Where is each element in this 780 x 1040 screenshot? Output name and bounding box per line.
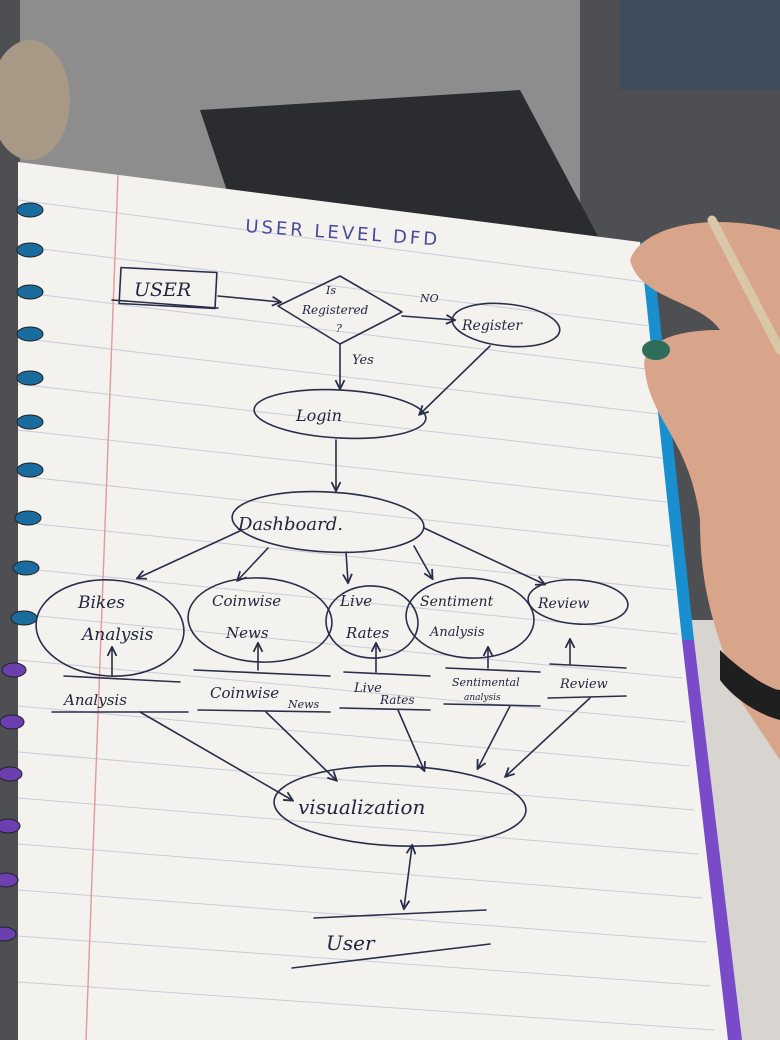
- live-label: Live: [339, 592, 372, 610]
- shoe: [0, 40, 70, 160]
- sentiment-analysis-process: Sentiment Analysis: [405, 577, 535, 659]
- dashboard-process: Dashboard.: [231, 490, 425, 554]
- store-coinwise-news: News: [287, 698, 320, 711]
- edge-user-to-decision: [217, 295, 280, 302]
- visualization-label: visualization: [298, 795, 425, 819]
- user-bottom-label: User: [326, 931, 376, 955]
- store-live-rates: Rates: [379, 693, 415, 707]
- bikes-analysis-process: Bikes Analysis: [35, 579, 185, 677]
- fingernail: [642, 340, 670, 360]
- blue-object: [620, 0, 780, 90]
- hand: [630, 215, 780, 760]
- data-stores: Analysis Coinwise News Live Rates Sentim…: [51, 663, 627, 713]
- edge-dashboard-to-review: [423, 527, 544, 584]
- store-sentimental-analysis: analysis: [464, 693, 501, 703]
- coinwise-news-label: News: [225, 624, 269, 642]
- edge-decision-to-register: [401, 316, 454, 320]
- paper-sheet: [18, 162, 738, 1040]
- review-process: Review: [527, 578, 629, 626]
- flow-edges: [112, 295, 591, 908]
- edge-live-to-visualization: [397, 709, 424, 770]
- store-coinwise: Coinwise: [210, 684, 279, 702]
- edge-dashboard-to-bikes: [138, 529, 243, 578]
- store-review: Review: [559, 677, 608, 692]
- sentiment-label: Sentiment: [420, 594, 494, 610]
- edge-visualization-user: [404, 846, 412, 908]
- edge-dashboard-to-coinwise: [238, 547, 269, 580]
- user-label: USER: [134, 279, 191, 301]
- edge-label-no: NO: [419, 292, 439, 305]
- store-analysis: Analysis: [62, 691, 127, 709]
- edge-dashboard-to-live: [346, 551, 348, 582]
- live-rates-process: Live Rates: [325, 585, 419, 659]
- spiral-binding: [0, 202, 44, 942]
- store-live: Live: [353, 681, 382, 696]
- pen: [707, 215, 780, 355]
- sentiment-analysis-label: Analysis: [429, 625, 485, 640]
- edge-sentiment-to-visualization: [478, 705, 511, 768]
- dashboard-label: Dashboard.: [237, 514, 343, 535]
- coinwise-label: Coinwise: [212, 592, 281, 610]
- edge-coinwise-to-visualization: [265, 711, 336, 780]
- review-label: Review: [537, 596, 589, 612]
- live-rates-label: Rates: [345, 624, 389, 642]
- edge-analysis-to-visualization: [139, 711, 292, 800]
- bikes-analysis-label: Analysis: [80, 625, 154, 645]
- user-entity: USER: [111, 266, 219, 310]
- coinwise-news-process: Coinwise News: [187, 577, 333, 663]
- user-sink: User: [291, 909, 491, 969]
- bikes-label: Bikes: [77, 593, 125, 613]
- edge-label-yes: Yes: [352, 353, 374, 368]
- margin-line: [85, 174, 119, 1040]
- edge-review-to-visualization: [506, 697, 591, 776]
- bracelet: [720, 650, 780, 720]
- decision-label-3: ?: [336, 322, 342, 335]
- page-edge-purple: [682, 640, 742, 1040]
- decision-label-2: Registered: [301, 303, 369, 317]
- register-label: Register: [461, 318, 523, 334]
- login-label: Login: [295, 406, 342, 425]
- decision-label-1: Is: [325, 284, 336, 297]
- visualization-process: visualization: [273, 764, 527, 848]
- store-sentimental: Sentimental: [452, 676, 520, 689]
- edge-dashboard-to-sentiment: [413, 545, 432, 578]
- edge-register-to-login: [420, 345, 491, 414]
